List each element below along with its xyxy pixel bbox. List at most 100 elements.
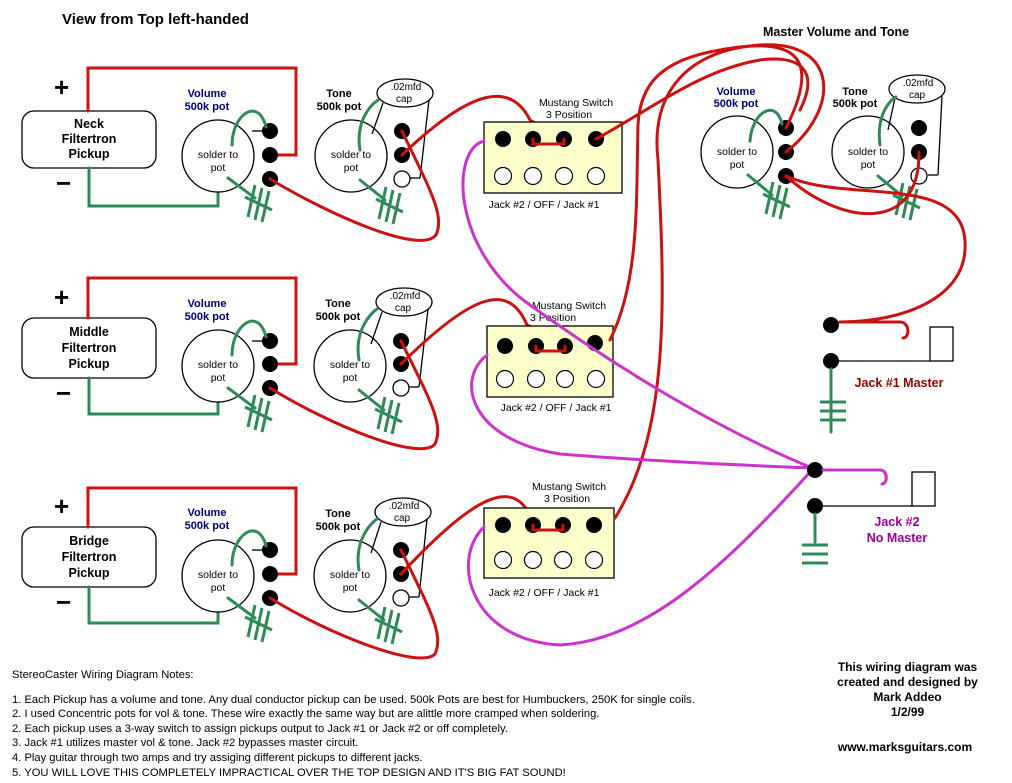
pot-value: 500k pot (833, 98, 878, 110)
ground-symbol (244, 604, 273, 643)
pickup-type: Filtertron (62, 341, 117, 355)
website-url: www.marksguitars.com (837, 740, 973, 754)
pot-label: Tone (325, 508, 350, 520)
ground-symbol (374, 606, 403, 645)
note-item: 4. Play guitar through two amps and try … (12, 751, 423, 764)
minus-sign: − (56, 378, 71, 408)
note-item: 3. Jack #1 utilizes master vol & tone. J… (12, 737, 359, 750)
tone-pot: Tone 500k pot solder to pot .02mfd cap (313, 287, 433, 435)
mustang-switch: Mustang Switch 3 Position Jack #2 / OFF … (483, 481, 615, 599)
tone-pot: Tone 500k pot solder to pot .02mfd cap (313, 497, 432, 645)
jack1-label: Jack #1 Master (855, 376, 944, 390)
pickup-name: Bridge (69, 534, 109, 548)
master-title: Master Volume and Tone (763, 25, 909, 39)
master-section: Volume 500k pot solder to pot Tone 500k … (461, 43, 967, 647)
note-item: 5. YOU WILL LOVE THIS COMPLETELY IMPRACT… (12, 766, 566, 779)
note-item: 2. Each pickup uses a 3-way switch to as… (12, 722, 508, 735)
pot-label: Volume (188, 88, 227, 100)
volume-pot: Volume 500k pot solder to pot (181, 88, 278, 223)
pickup-word: Pickup (69, 357, 110, 371)
credit-line: 1/2/99 (890, 705, 925, 719)
pot-label: Volume (717, 86, 756, 98)
solder-label: solder to (330, 569, 370, 581)
ground-symbol (374, 396, 403, 435)
solder-label: pot (730, 159, 745, 171)
pickup-neck: Neck Filtertron Pickup + − (21, 72, 157, 198)
pot-value: 500k pot (316, 521, 361, 533)
bridge-hot-wire (86, 486, 298, 576)
solder-label: pot (211, 162, 226, 174)
cap-label: cap (909, 90, 926, 101)
plus-sign: + (54, 282, 69, 312)
designer-credit: This wiring diagram was created and desi… (810, 660, 1005, 720)
switch3-to-jack2-wire (467, 468, 814, 647)
wiring-notes: StereoCaster Wiring Diagram Notes: 1. Ea… (12, 668, 802, 780)
master-vol-to-tone-wire (784, 150, 921, 215)
master-to-jack1-wire (784, 174, 967, 324)
tone-pot: Tone 500k pot solder to pot .02mfd cap (314, 78, 434, 225)
switch-title: Mustang Switch (539, 97, 613, 109)
plus-sign: + (54, 72, 69, 102)
solder-label: solder to (198, 359, 238, 371)
notes-header: StereoCaster Wiring Diagram Notes: (12, 669, 194, 681)
switch-caption: Jack #2 / OFF / Jack #1 (501, 402, 612, 414)
mustang-switch: Mustang Switch 3 Position Jack #2 / OFF … (486, 300, 614, 414)
cap-label: .02mfd (390, 291, 421, 302)
switch-caption: Jack #2 / OFF / Jack #1 (489, 587, 600, 599)
ground-symbol (802, 543, 828, 565)
switch1-to-jack2-wire (461, 139, 814, 470)
note-item: 1. Each Pickup has a volume and tone. An… (12, 693, 695, 706)
minus-sign: − (56, 587, 71, 617)
pot-value: 500k pot (714, 98, 759, 110)
pot-label: Volume (188, 298, 227, 310)
vol-to-tone-wire (268, 129, 441, 242)
vol-to-tone-wire (268, 339, 440, 451)
solder-label: pot (211, 582, 226, 594)
switch-subtitle: 3 Position (546, 109, 592, 121)
pickup-middle: Middle Filtertron Pickup + − (21, 282, 157, 408)
pickup-type: Filtertron (62, 132, 117, 146)
pickup-name: Neck (74, 117, 104, 131)
row-bridge: Bridge Filtertron Pickup + − Volume 500k… (21, 481, 615, 660)
solder-label: solder to (330, 359, 370, 371)
ground-symbol (244, 184, 273, 223)
master-loop-wire-c (594, 57, 810, 141)
master-volume-pot: Volume 500k pot solder to pot (700, 86, 794, 220)
switch-jumper (531, 523, 565, 532)
neck-hot-wire (86, 66, 298, 157)
tone-to-switch-wire (400, 95, 562, 157)
solder-label: solder to (717, 146, 757, 158)
solder-label: pot (211, 372, 226, 384)
pot-value: 500k pot (185, 101, 230, 113)
jack2-no-master: Jack #2 No Master (802, 462, 936, 565)
tone-to-switch-wire (399, 495, 564, 576)
pot-value: 500k pot (316, 311, 361, 323)
pickup-word: Pickup (69, 566, 110, 580)
tone-to-switch-wire (399, 298, 567, 366)
solder-label: pot (861, 159, 876, 171)
row-middle: Middle Filtertron Pickup + − Volume 500k… (21, 276, 614, 451)
switch-caption: Jack #2 / OFF / Jack #1 (489, 199, 600, 211)
plus-sign: + (54, 491, 69, 521)
cap-label: cap (396, 94, 413, 105)
pot-label: Volume (188, 507, 227, 519)
switch-jumper (534, 344, 567, 353)
switch2-to-jack2-wire (470, 353, 814, 470)
solder-label: solder to (331, 149, 371, 161)
ground-symbol (244, 394, 273, 433)
ground-symbol (892, 182, 921, 221)
pot-label: Tone (326, 88, 351, 100)
cap-label: .02mfd (391, 82, 422, 93)
neck-ground-wire (87, 166, 220, 208)
cap-label: cap (394, 513, 411, 524)
jack1-master: Jack #1 Master (820, 317, 954, 434)
diagram-title: View from Top left-handed (62, 11, 249, 28)
pickup-bridge: Bridge Filtertron Pickup + − (21, 491, 157, 617)
solder-label: pot (343, 582, 358, 594)
switch-subtitle: 3 Position (544, 493, 590, 505)
ground-symbol (762, 181, 791, 220)
switch-title: Mustang Switch (532, 481, 606, 493)
solder-label: pot (343, 372, 358, 384)
credit-line: created and designed by (837, 675, 978, 689)
